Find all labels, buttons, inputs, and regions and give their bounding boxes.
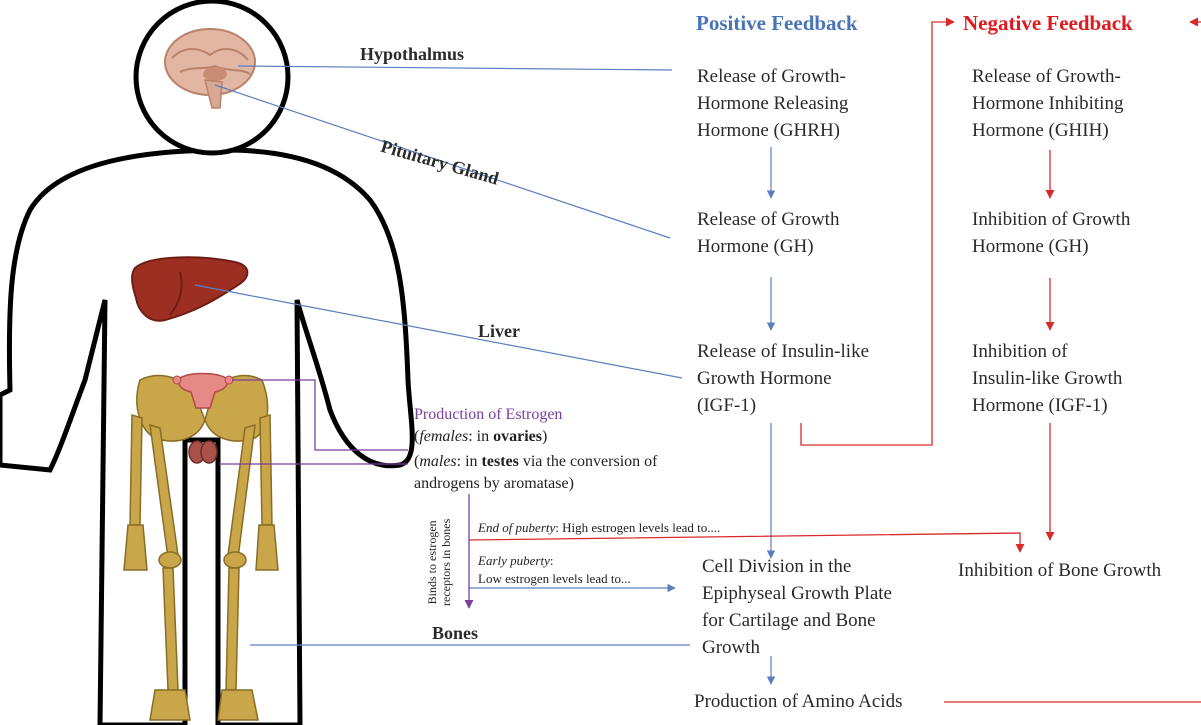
cell-division-line-3: for Cartilage and Bone (702, 607, 892, 634)
liver-label: Liver (478, 318, 520, 345)
end-of-puberty-note: End of puberty: High estrogen levels lea… (478, 519, 720, 537)
amino-acids-step: Production of Amino Acids (694, 688, 902, 715)
gh-release-line-1: Release of Growth (697, 206, 839, 233)
bone-inhibition-step: Inhibition of Bone Growth (958, 557, 1161, 584)
gh-inhibition-line-1: Inhibition of Growth (972, 206, 1130, 233)
estrogen-females: (females: in ovaries) (414, 426, 547, 448)
igf-release-line-3: (IGF-1) (697, 392, 869, 419)
testes-illustration (189, 441, 217, 463)
hypothalmus-label: Hypothalmus (360, 41, 464, 68)
ghrh-line-2: Hormone Releasing (697, 90, 848, 117)
negative-feedback-heading: Negative Feedback (963, 10, 1133, 36)
gh-release-step: Release of Growth Hormone (GH) (697, 206, 839, 260)
cell-division-step: Cell Division in the Epiphyseal Growth P… (702, 553, 892, 661)
ghih-line-2: Hormone Inhibiting (972, 90, 1123, 117)
igf-release-line-1: Release of Insulin-like (697, 338, 869, 365)
ghih-line-3: Hormone (GHIH) (972, 117, 1123, 144)
igf-inhibition-line-2: Insulin-like Growth (972, 365, 1122, 392)
estrogen-title: Production of Estrogen (414, 404, 562, 426)
early-puberty-note-line-2: Low estrogen levels lead to... (478, 570, 631, 588)
ghrh-line-3: Hormone (GHRH) (697, 117, 848, 144)
igf-inhibition-line-1: Inhibition of (972, 338, 1122, 365)
ghih-step: Release of Growth- Hormone Inhibiting Ho… (972, 63, 1123, 144)
gh-inhibition-line-2: Hormone (GH) (972, 233, 1130, 260)
estrogen-males-line-2: androgens by aromatase) (414, 473, 574, 495)
igf-release-line-2: Growth Hormone (697, 365, 869, 392)
gh-release-line-2: Hormone (GH) (697, 233, 839, 260)
igf-inhibition-step: Inhibition of Insulin-like Growth Hormon… (972, 338, 1122, 419)
binds-estrogen-label: Binds to estrogen receptors in bones (425, 519, 453, 606)
igf-release-step: Release of Insulin-like Growth Hormone (… (697, 338, 869, 419)
early-puberty-note: Early puberty: (478, 552, 553, 570)
gh-inhibition-step: Inhibition of Growth Hormone (GH) (972, 206, 1130, 260)
ghrh-step: Release of Growth- Hormone Releasing Hor… (697, 63, 848, 144)
ghrh-line-1: Release of Growth- (697, 63, 848, 90)
bones-label: Bones (432, 620, 478, 647)
estrogen-males: (males: in testes via the conversion of (414, 451, 657, 473)
ghih-line-1: Release of Growth- (972, 63, 1123, 90)
body-silhouette (0, 1, 412, 725)
positive-feedback-heading: Positive Feedback (696, 10, 858, 36)
cell-division-line-4: Growth (702, 634, 892, 661)
cell-division-line-2: Epiphyseal Growth Plate (702, 580, 892, 607)
igf-inhibition-line-3: Hormone (IGF-1) (972, 392, 1122, 419)
cell-division-line-1: Cell Division in the (702, 553, 892, 580)
